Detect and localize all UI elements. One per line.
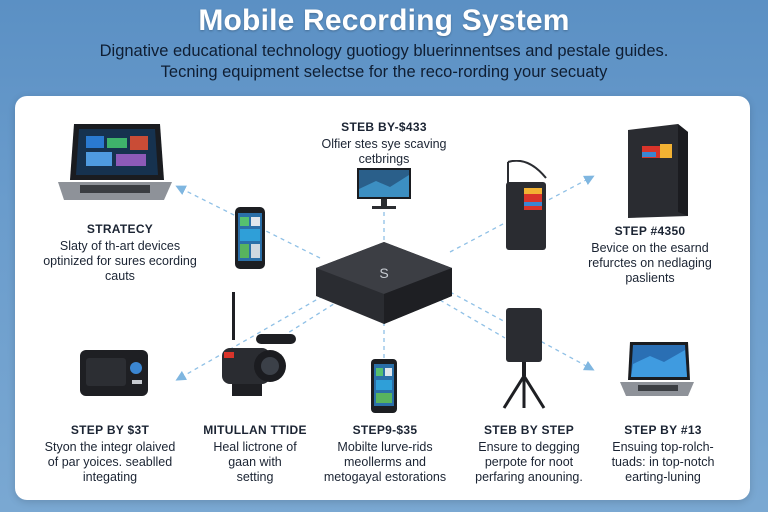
page-title: Mobile Recording System (198, 4, 570, 37)
link-hub-to-camera (279, 299, 341, 339)
laptop-icon (620, 342, 694, 396)
node-label-top-center: STEB BY-$433 Olfier stes sye scaving cet… (300, 120, 468, 167)
node-heading: STEB BY-$433 (341, 120, 427, 134)
node-label-left-upper: STRATECY Slaty of th-art devices optiniz… (20, 222, 220, 284)
subtitle-line-1: Dignative educational technology guotiog… (99, 42, 669, 60)
node-heading: STEP BY #13 (624, 423, 702, 437)
monitor-icon (357, 168, 411, 209)
node-text: Slaty of th-art devices (59, 239, 181, 253)
node-text: of par yoices. seablled (47, 455, 173, 469)
link-hub-to-left-upper (175, 185, 321, 259)
node-text: integating (82, 470, 138, 484)
node-heading: STEP9-$35 (352, 423, 418, 437)
node-text: perfaring anouning. (475, 470, 583, 484)
node-text: Bevice on the esarnd (591, 241, 709, 255)
server-tower-icon (506, 160, 547, 250)
smartphone-icon (235, 207, 265, 269)
node-text: optinized for sures ecording (43, 254, 197, 268)
video-camera-icon (222, 292, 296, 396)
node-text: Styon the integr olaived (44, 440, 176, 454)
laptop-icon (58, 124, 172, 200)
node-text: Ensure to degging (478, 440, 580, 454)
node-label-bottom-3: STEP9-$35 Mobilte lurve-rids meollerms a… (320, 423, 450, 485)
node-text: refurctes on nedlaging (588, 256, 712, 270)
node-text: Ensuing top-rolch- (612, 440, 714, 454)
hub-box-icon: S (316, 242, 452, 324)
subtitle-line-2: Tecning equipment selectse for the reco-… (160, 63, 608, 81)
link-hub-to-bottom-left (175, 291, 331, 381)
node-heading: STEP #4350 (614, 224, 686, 238)
smartphone-icon (371, 359, 397, 413)
speaker-on-stand-icon (502, 308, 546, 409)
node-heading: STRATECY (86, 222, 154, 236)
node-heading: STEB BY STEP (483, 423, 575, 437)
node-text: Heal lictrone of (213, 440, 297, 454)
node-text: meollerms and (344, 455, 426, 469)
node-label-right-upper: STEP #4350 Bevice on the esarnd refurcte… (560, 224, 740, 286)
hub-glyph: S (379, 265, 388, 281)
link-hub-to-right-upper (449, 175, 595, 253)
node-label-bottom-1: STEP BY $3T Styon the integr olaived of … (30, 423, 190, 485)
node-heading: STEP BY $3T (70, 423, 150, 437)
node-text: earting-luning (625, 470, 701, 484)
node-text: paslients (625, 271, 675, 285)
node-label-bottom-2: MITULLAN TTIDE Heal lictrone of gaan wit… (190, 423, 320, 485)
node-text: perpote for noot (484, 455, 574, 469)
node-label-bottom-5: STEP BY #13 Ensuing top-rolch- tuads: in… (598, 423, 728, 485)
node-heading: MITULLAN TTIDE (203, 423, 307, 437)
node-text: cauts (105, 269, 135, 283)
node-text: cetbrings (358, 152, 410, 166)
node-text: metogayal estorations (323, 470, 447, 484)
action-camera-icon (80, 350, 148, 396)
tower-pc-icon (628, 124, 688, 218)
node-text: setting (236, 470, 274, 484)
node-text: Olfier stes sye scaving (321, 137, 447, 151)
node-text: tuads: in top-notch (611, 455, 715, 469)
node-text: Mobilte lurve-rids (337, 440, 433, 454)
link-hub-to-bottom-right (449, 291, 595, 371)
node-text: gaan with (228, 455, 282, 469)
node-label-bottom-4: STEB BY STEP Ensure to degging perpote f… (458, 423, 600, 485)
